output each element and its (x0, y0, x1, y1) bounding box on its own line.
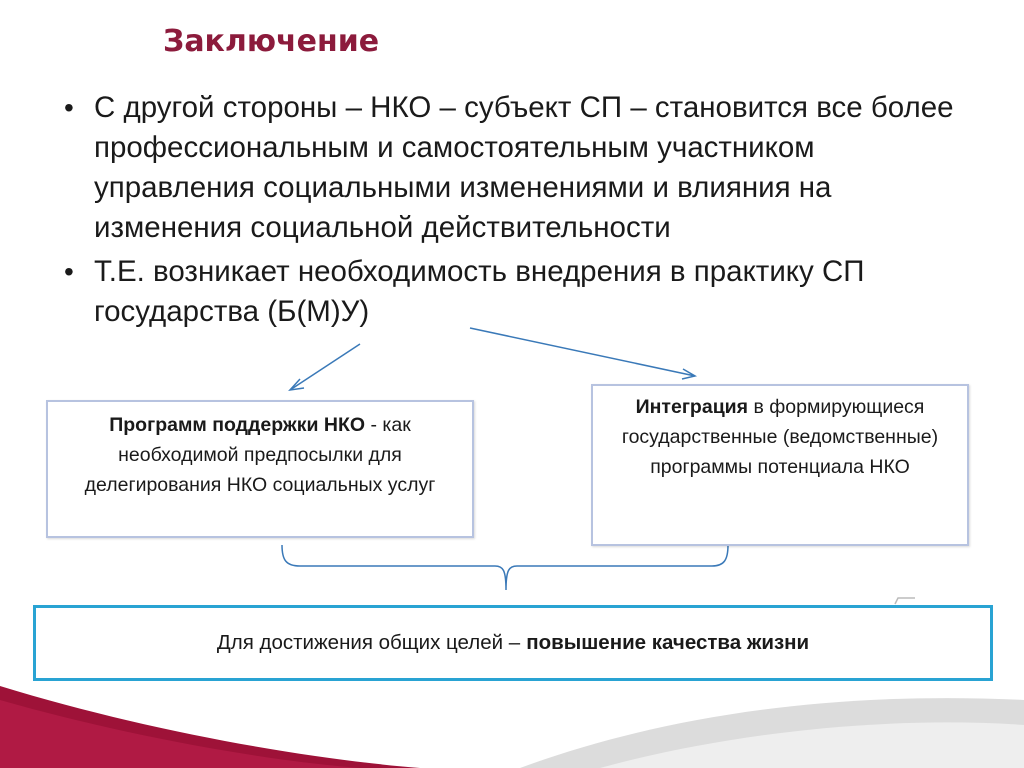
integration-text: в формирующиеся государственные (ведомст… (621, 396, 939, 478)
integration-heading: Интеграция (635, 396, 749, 418)
goal-box: Для достижения общих целей – повышение к… (33, 605, 993, 681)
integration-box: Интеграция в формирующиеся государственн… (591, 384, 969, 546)
slide-title: Заключение (163, 24, 380, 59)
bullet-glyph: • (64, 256, 74, 287)
arrow-right (469, 327, 696, 377)
support-programs-box: Программ поддержки НКО - как необходимой… (46, 400, 474, 538)
bullet-text: Т.Е. возникает необходимость внедрения в… (94, 255, 865, 328)
background-wave-dark-edge (0, 700, 360, 768)
corner-mark (894, 597, 915, 605)
arrowhead-left (288, 378, 305, 392)
bullet-list: • С другой стороны – НКО – субъект СП – … (60, 88, 960, 336)
bullet-item: • С другой стороны – НКО – субъект СП – … (60, 88, 960, 248)
arrows (288, 327, 698, 392)
support-programs-text: - как необходимой предпосылки для делеги… (84, 414, 436, 496)
bullet-item: • Т.Е. возникает необходимость внедрения… (60, 252, 960, 332)
arrowhead-right (681, 368, 698, 380)
bullet-glyph: • (64, 92, 74, 123)
brace (281, 544, 729, 591)
background-wave-light-2 (600, 722, 1024, 768)
bullet-text: С другой стороны – НКО – субъект СП – ст… (94, 91, 954, 244)
support-programs-heading: Программ поддержки НКО (109, 414, 366, 436)
arrow-left (289, 343, 361, 391)
goal-highlight: повышение качества жизни (526, 631, 810, 654)
goal-text: Для достижения общих целей – (216, 631, 521, 654)
